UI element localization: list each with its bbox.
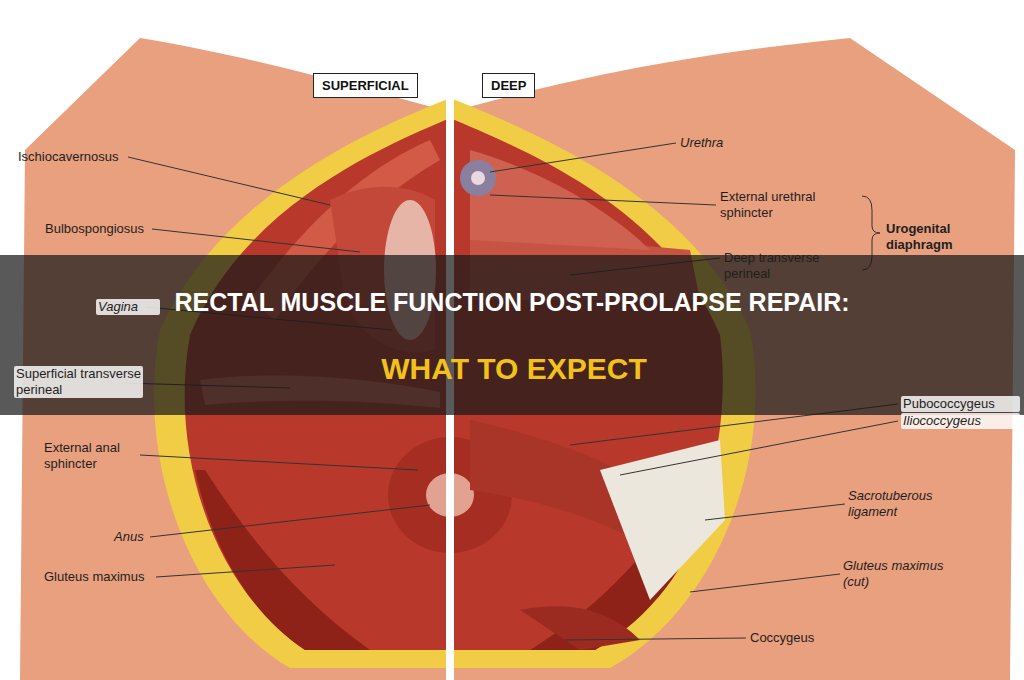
- leader-line: [128, 157, 330, 205]
- muscle-label: Iliococcygeus: [901, 413, 1020, 429]
- title-banner: [0, 255, 1024, 415]
- urogenital-diaphragm-shape: [470, 150, 650, 250]
- muscle-label: Gluteus maximus: [44, 569, 184, 585]
- leader-line: [150, 505, 430, 537]
- organ-label: Vagina: [96, 299, 160, 315]
- leader-line: [140, 455, 418, 470]
- muscle-label: Deep transverse perineal: [724, 250, 864, 282]
- ligament-label: Sacrotuberous ligament: [848, 488, 978, 520]
- muscle-label: Superficial transverse perineal: [14, 366, 143, 398]
- leader-line: [490, 143, 676, 172]
- leader-line: [152, 229, 360, 252]
- muscle-label: External anal sphincter: [44, 440, 144, 472]
- leader-line: [156, 565, 335, 577]
- section-heading: DEEP: [491, 78, 526, 93]
- urethra-shape: [460, 160, 496, 196]
- urethra-lumen: [471, 171, 485, 185]
- leader-line: [620, 421, 898, 475]
- section-heading-box: DEEP: [482, 73, 535, 98]
- gluteus-left: [195, 470, 370, 650]
- organ-label: Urethra: [680, 135, 770, 151]
- leader-line: [565, 638, 746, 640]
- muscle-label: Pubococcygeus: [901, 396, 1020, 412]
- coccygeus-shape: [520, 606, 640, 650]
- muscle-label: External urethral sphincter: [720, 189, 860, 221]
- organ-label: Anus: [114, 529, 164, 545]
- muscle-label: Bulbospongiosus: [45, 221, 185, 237]
- section-heading: SUPERFICIAL: [322, 78, 409, 93]
- section-heading-box: SUPERFICIAL: [313, 73, 418, 98]
- muscle-label: Coccygeus: [750, 630, 850, 646]
- leader-line: [490, 195, 716, 205]
- muscle-label: Gluteus maximus (cut): [843, 558, 973, 590]
- group-label: Urogenital diaphragm: [886, 221, 1006, 253]
- leader-line: [705, 504, 845, 520]
- leader-line: [690, 574, 840, 592]
- muscle-label: Ischiocavernosus: [18, 149, 158, 165]
- subtitle: WHAT TO EXPECT: [2, 352, 1024, 386]
